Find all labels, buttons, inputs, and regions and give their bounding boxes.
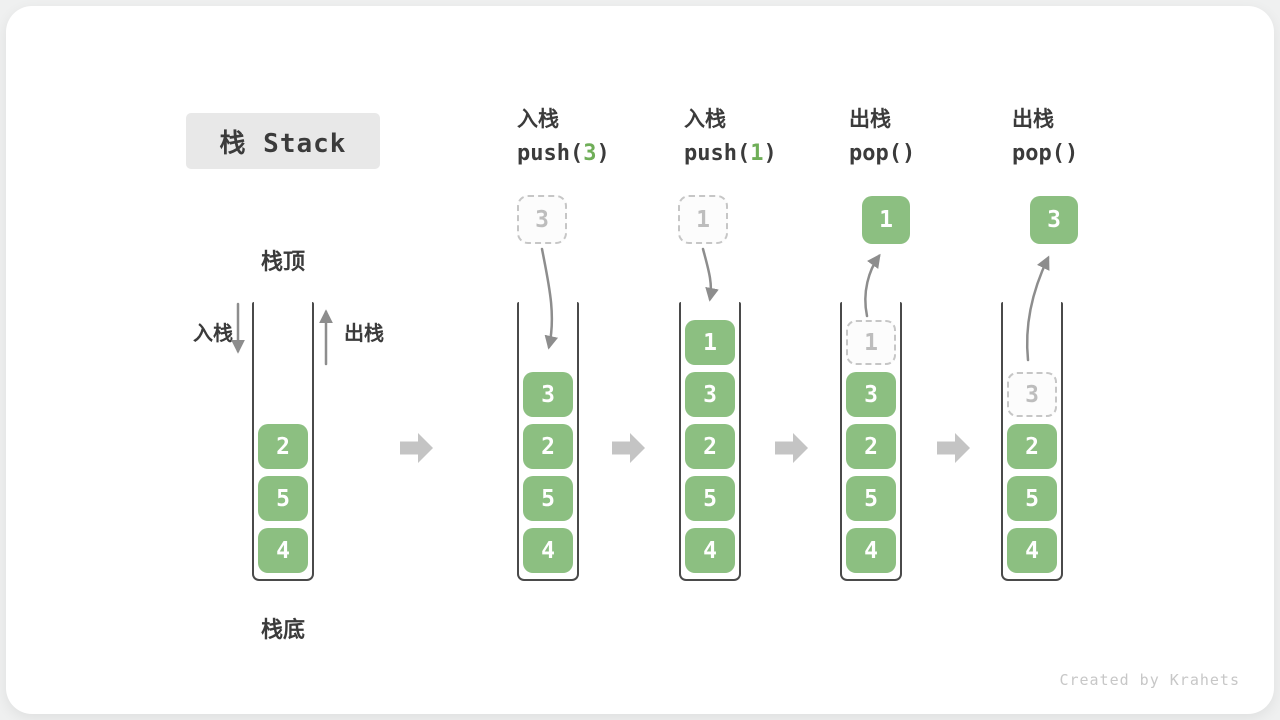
watermark: Created by Krahets <box>1059 671 1240 689</box>
op-label-push-3: 入栈 push(3) <box>517 106 610 167</box>
stack-element: 2 <box>1007 424 1057 469</box>
stack-element: 3 <box>846 372 896 417</box>
stack-stage-3: 1 3 2 5 4 <box>679 302 741 581</box>
stack-element: 4 <box>1007 528 1057 573</box>
stack-element: 5 <box>846 476 896 521</box>
stack-element: 4 <box>685 528 735 573</box>
stack-stage-1: 2 5 4 <box>252 302 314 581</box>
stack-element: 5 <box>258 476 308 521</box>
stack-element: 5 <box>1007 476 1057 521</box>
op-name: 入栈 <box>684 107 726 131</box>
stack-element: 4 <box>846 528 896 573</box>
stack-element: 5 <box>523 476 573 521</box>
stack-element: 5 <box>685 476 735 521</box>
stack-element: 4 <box>523 528 573 573</box>
op-label-pop-1: 出栈 pop() <box>849 106 915 167</box>
op-arg: 1 <box>750 141 764 166</box>
stack-top-label: 栈顶 <box>260 250 305 275</box>
op-code: pop() <box>849 141 916 166</box>
op-label-push-1: 入栈 push(1) <box>684 106 777 167</box>
stack-element: 3 <box>685 372 735 417</box>
ghost-element: 3 <box>1007 372 1057 417</box>
stack-stage-2: 3 2 5 4 <box>517 302 579 581</box>
stack-element: 2 <box>685 424 735 469</box>
stack-element: 3 <box>523 372 573 417</box>
incoming-element-box: 3 <box>517 195 567 244</box>
stack-element: 2 <box>846 424 896 469</box>
push-side-label: 入栈 <box>193 321 233 345</box>
stack-stage-5: 3 2 5 4 <box>1001 302 1063 581</box>
ghost-element: 1 <box>846 320 896 365</box>
page-title: 栈 Stack <box>219 128 347 159</box>
op-name: 出栈 <box>1012 107 1054 131</box>
stack-stage-4: 1 3 2 5 4 <box>840 302 902 581</box>
popped-element-box: 3 <box>1030 196 1078 244</box>
op-code: pop() <box>1012 141 1079 166</box>
popped-element-box: 1 <box>862 196 910 244</box>
stack-element: 1 <box>685 320 735 365</box>
title-box: 栈 Stack <box>186 113 380 169</box>
pop-side-label: 出栈 <box>344 321 384 345</box>
stack-element: 4 <box>258 528 308 573</box>
op-label-pop-2: 出栈 pop() <box>1012 106 1078 167</box>
op-name: 出栈 <box>849 107 891 131</box>
stack-element: 2 <box>523 424 573 469</box>
stack-element: 2 <box>258 424 308 469</box>
op-name: 入栈 <box>517 107 559 131</box>
incoming-element-box: 1 <box>678 195 728 244</box>
stack-bottom-label: 栈底 <box>260 618 305 643</box>
op-code: push(1) <box>684 141 777 166</box>
op-code: push(3) <box>517 141 610 166</box>
op-arg: 3 <box>583 141 597 166</box>
